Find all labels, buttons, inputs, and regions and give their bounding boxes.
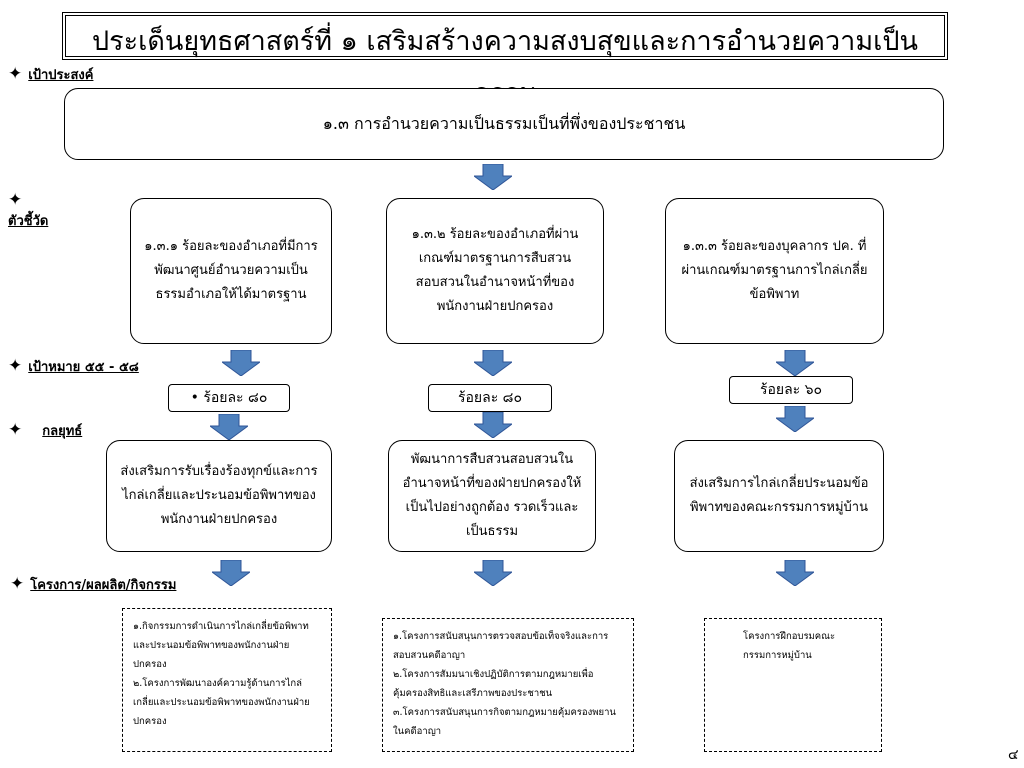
strategy-text: พัฒนาการสืบสวนสอบสวนในอำนาจหน้าที่ของฝ่า… bbox=[402, 452, 582, 539]
objective-text: ๑.๓ การอำนวยความเป็นธรรมเป็นที่พึ่งของปร… bbox=[322, 114, 686, 133]
down-arrow-icon bbox=[474, 350, 512, 376]
strategy-box-2: พัฒนาการสืบสวนสอบสวนในอำนาจหน้าที่ของฝ่า… bbox=[388, 440, 596, 552]
project-item: ๒.โครงการสัมมนาเชิงปฏิบัติการตามกฎหมายเพ… bbox=[393, 669, 594, 699]
target-box-2: ร้อยละ ๘๐ bbox=[428, 384, 552, 412]
down-arrow-icon bbox=[474, 412, 512, 438]
projects-box-2: ๑.โครงการสนับสนุนการตรวจสอบข้อเท็จจริงแล… bbox=[382, 618, 634, 752]
indicator-text: ๑.๓.๓ ร้อยละของบุคลากร ปค. ที่ผ่านเกณฑ์ม… bbox=[681, 239, 868, 302]
down-arrow-icon bbox=[222, 350, 260, 376]
label-targets: ✦เป้าหมาย ๕๕ - ๕๘ bbox=[8, 356, 139, 376]
down-arrow-icon bbox=[776, 406, 814, 432]
target-box-1: • ร้อยละ ๘๐ bbox=[168, 384, 290, 412]
label-indicators: ✦ ตัวชี้วัด bbox=[8, 190, 49, 229]
strategy-text: ส่งเสริมการรับเรื่องร้องทุกข์และการไกล่เ… bbox=[120, 464, 318, 527]
page-title: ประเด็นยุทธศาสตร์ที่ ๑ เสริมสร้างความสงบ… bbox=[92, 26, 918, 109]
down-arrow-icon bbox=[474, 164, 512, 190]
objective-box: ๑.๓ การอำนวยความเป็นธรรมเป็นที่พึ่งของปร… bbox=[64, 88, 944, 160]
strategy-box-1: ส่งเสริมการรับเรื่องร้องทุกข์และการไกล่เ… bbox=[106, 440, 332, 552]
title-frame bbox=[62, 12, 948, 60]
star-icon: ✦ bbox=[8, 356, 23, 376]
project-item: ๒.โครงการพัฒนาองค์ความรู้ด้านการไกล่เกลี… bbox=[133, 678, 310, 727]
indicator-box-3: ๑.๓.๓ ร้อยละของบุคลากร ปค. ที่ผ่านเกณฑ์ม… bbox=[665, 198, 884, 344]
project-item: โครงการฝึกอบรมคณะกรรมการหมู่บ้าน bbox=[743, 631, 836, 661]
label-objective: ✦เป้าประสงค์ bbox=[8, 64, 94, 84]
indicator-text: ๑.๓.๒ ร้อยละของอำเภอที่ผ่านเกณฑ์มาตรฐานก… bbox=[411, 227, 579, 314]
project-item: ๑.โครงการสนับสนุนการตรวจสอบข้อเท็จจริงแล… bbox=[393, 631, 609, 661]
projects-box-3: โครงการฝึกอบรมคณะกรรมการหมู่บ้าน bbox=[704, 618, 882, 752]
down-arrow-icon bbox=[474, 560, 512, 586]
page-number: ๔ bbox=[1008, 747, 1019, 763]
down-arrow-icon bbox=[210, 414, 248, 440]
down-arrow-icon bbox=[776, 350, 814, 376]
star-icon: ✦ bbox=[10, 574, 25, 594]
star-icon: ✦ bbox=[8, 190, 23, 210]
indicator-text: ๑.๓.๑ ร้อยละของอำเภอที่มีการพัฒนาศูนย์อำ… bbox=[144, 239, 318, 302]
down-arrow-icon bbox=[776, 560, 814, 586]
label-projects: ✦โครงการ/ผลผลิต/กิจกรรม bbox=[10, 574, 177, 594]
project-item: ๓.โครงการสนับสนุนการกิจตามกฎหมายคุ้มครอง… bbox=[393, 707, 616, 737]
target-box-3: ร้อยละ ๖๐ bbox=[729, 376, 853, 404]
star-icon: ✦ bbox=[8, 420, 23, 440]
strategy-text: ส่งเสริมการไกล่เกลี่ยประนอมข้อพิพาทของคณ… bbox=[689, 476, 869, 515]
label-strategy: ✦กลยุทธ์ bbox=[8, 420, 83, 440]
down-arrow-icon bbox=[212, 560, 250, 586]
indicator-box-2: ๑.๓.๒ ร้อยละของอำเภอที่ผ่านเกณฑ์มาตรฐานก… bbox=[386, 198, 604, 344]
projects-box-1: ๑.กิจกรรมการดำเนินการไกล่เกลี่ยข้อพิพาทแ… bbox=[122, 608, 332, 752]
indicator-box-1: ๑.๓.๑ ร้อยละของอำเภอที่มีการพัฒนาศูนย์อำ… bbox=[130, 198, 332, 344]
strategy-box-3: ส่งเสริมการไกล่เกลี่ยประนอมข้อพิพาทของคณ… bbox=[674, 440, 884, 552]
project-item: ๑.กิจกรรมการดำเนินการไกล่เกลี่ยข้อพิพาทแ… bbox=[133, 621, 309, 670]
star-icon: ✦ bbox=[8, 64, 23, 84]
